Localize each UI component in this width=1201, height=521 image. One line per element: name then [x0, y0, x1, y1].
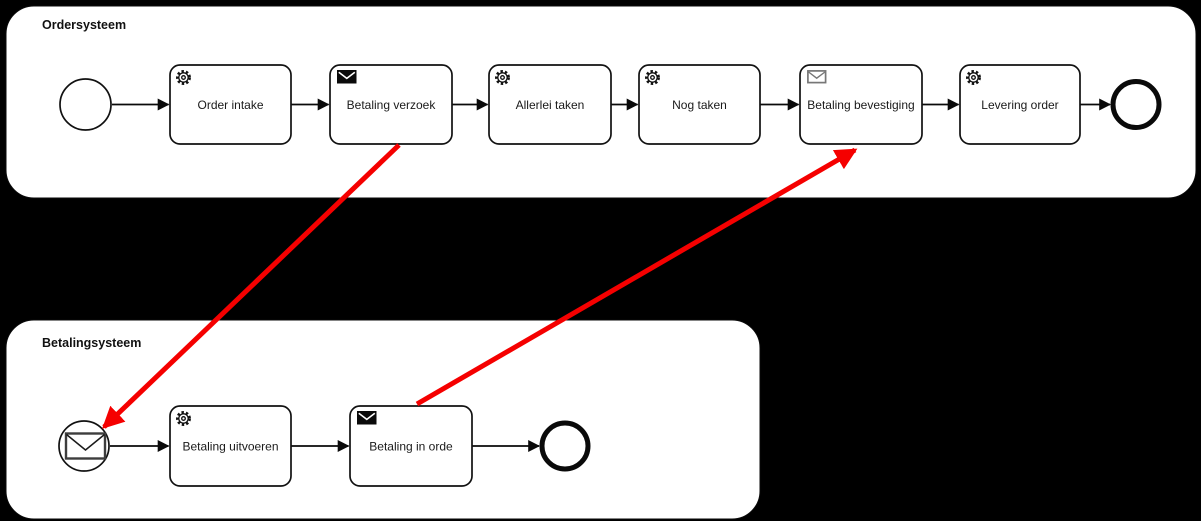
message-flow-betaling-verzoek-to-betalingsysteem[interactable] [102, 143, 401, 429]
outline-envelope-icon [807, 70, 827, 84]
task-label: Betaling uitvoeren [182, 440, 278, 454]
gear-icon [176, 411, 191, 426]
task-betaling-uitvoeren[interactable]: Betaling uitvoeren [169, 405, 292, 487]
task-label: Allerlei taken [516, 98, 585, 112]
task-label: Betaling in orde [369, 440, 453, 454]
gear-icon [645, 70, 660, 85]
gear-icon [966, 70, 981, 85]
task-label: Levering order [981, 98, 1058, 112]
task-allerlei-taken[interactable]: Allerlei taken [488, 64, 612, 145]
end-event-ordersysteem[interactable] [1110, 79, 1162, 130]
gear-icon [495, 70, 510, 85]
task-label: Order intake [197, 98, 263, 112]
filled-envelope-icon [356, 410, 377, 425]
end-event-betalingsysteem[interactable] [539, 420, 591, 472]
task-levering-order[interactable]: Levering order [959, 64, 1081, 145]
task-betaling-bevestiging[interactable]: Betaling bevestiging [799, 64, 923, 145]
task-label: Betaling bevestiging [807, 98, 914, 112]
message-flow-betaling-in-orde-to-betaling-bevestiging[interactable] [415, 147, 858, 407]
pool-ordersysteem-label: Ordersysteem [42, 18, 126, 32]
task-nog-taken[interactable]: Nog taken [638, 64, 761, 145]
envelope-icon [64, 432, 107, 460]
task-order-intake[interactable]: Order intake [169, 64, 292, 145]
task-label: Betaling verzoek [347, 98, 437, 112]
task-label: Nog taken [672, 98, 727, 112]
task-betaling-verzoek[interactable]: Betaling verzoek [329, 64, 453, 145]
gear-icon [176, 70, 191, 85]
filled-envelope-icon [336, 69, 357, 84]
pool-betalingsysteem-label: Betalingsysteem [42, 336, 141, 350]
message-start-event-betalingsysteem[interactable] [58, 420, 110, 472]
start-event-ordersysteem[interactable] [59, 78, 112, 131]
task-betaling-in-orde[interactable]: Betaling in orde [349, 405, 473, 487]
